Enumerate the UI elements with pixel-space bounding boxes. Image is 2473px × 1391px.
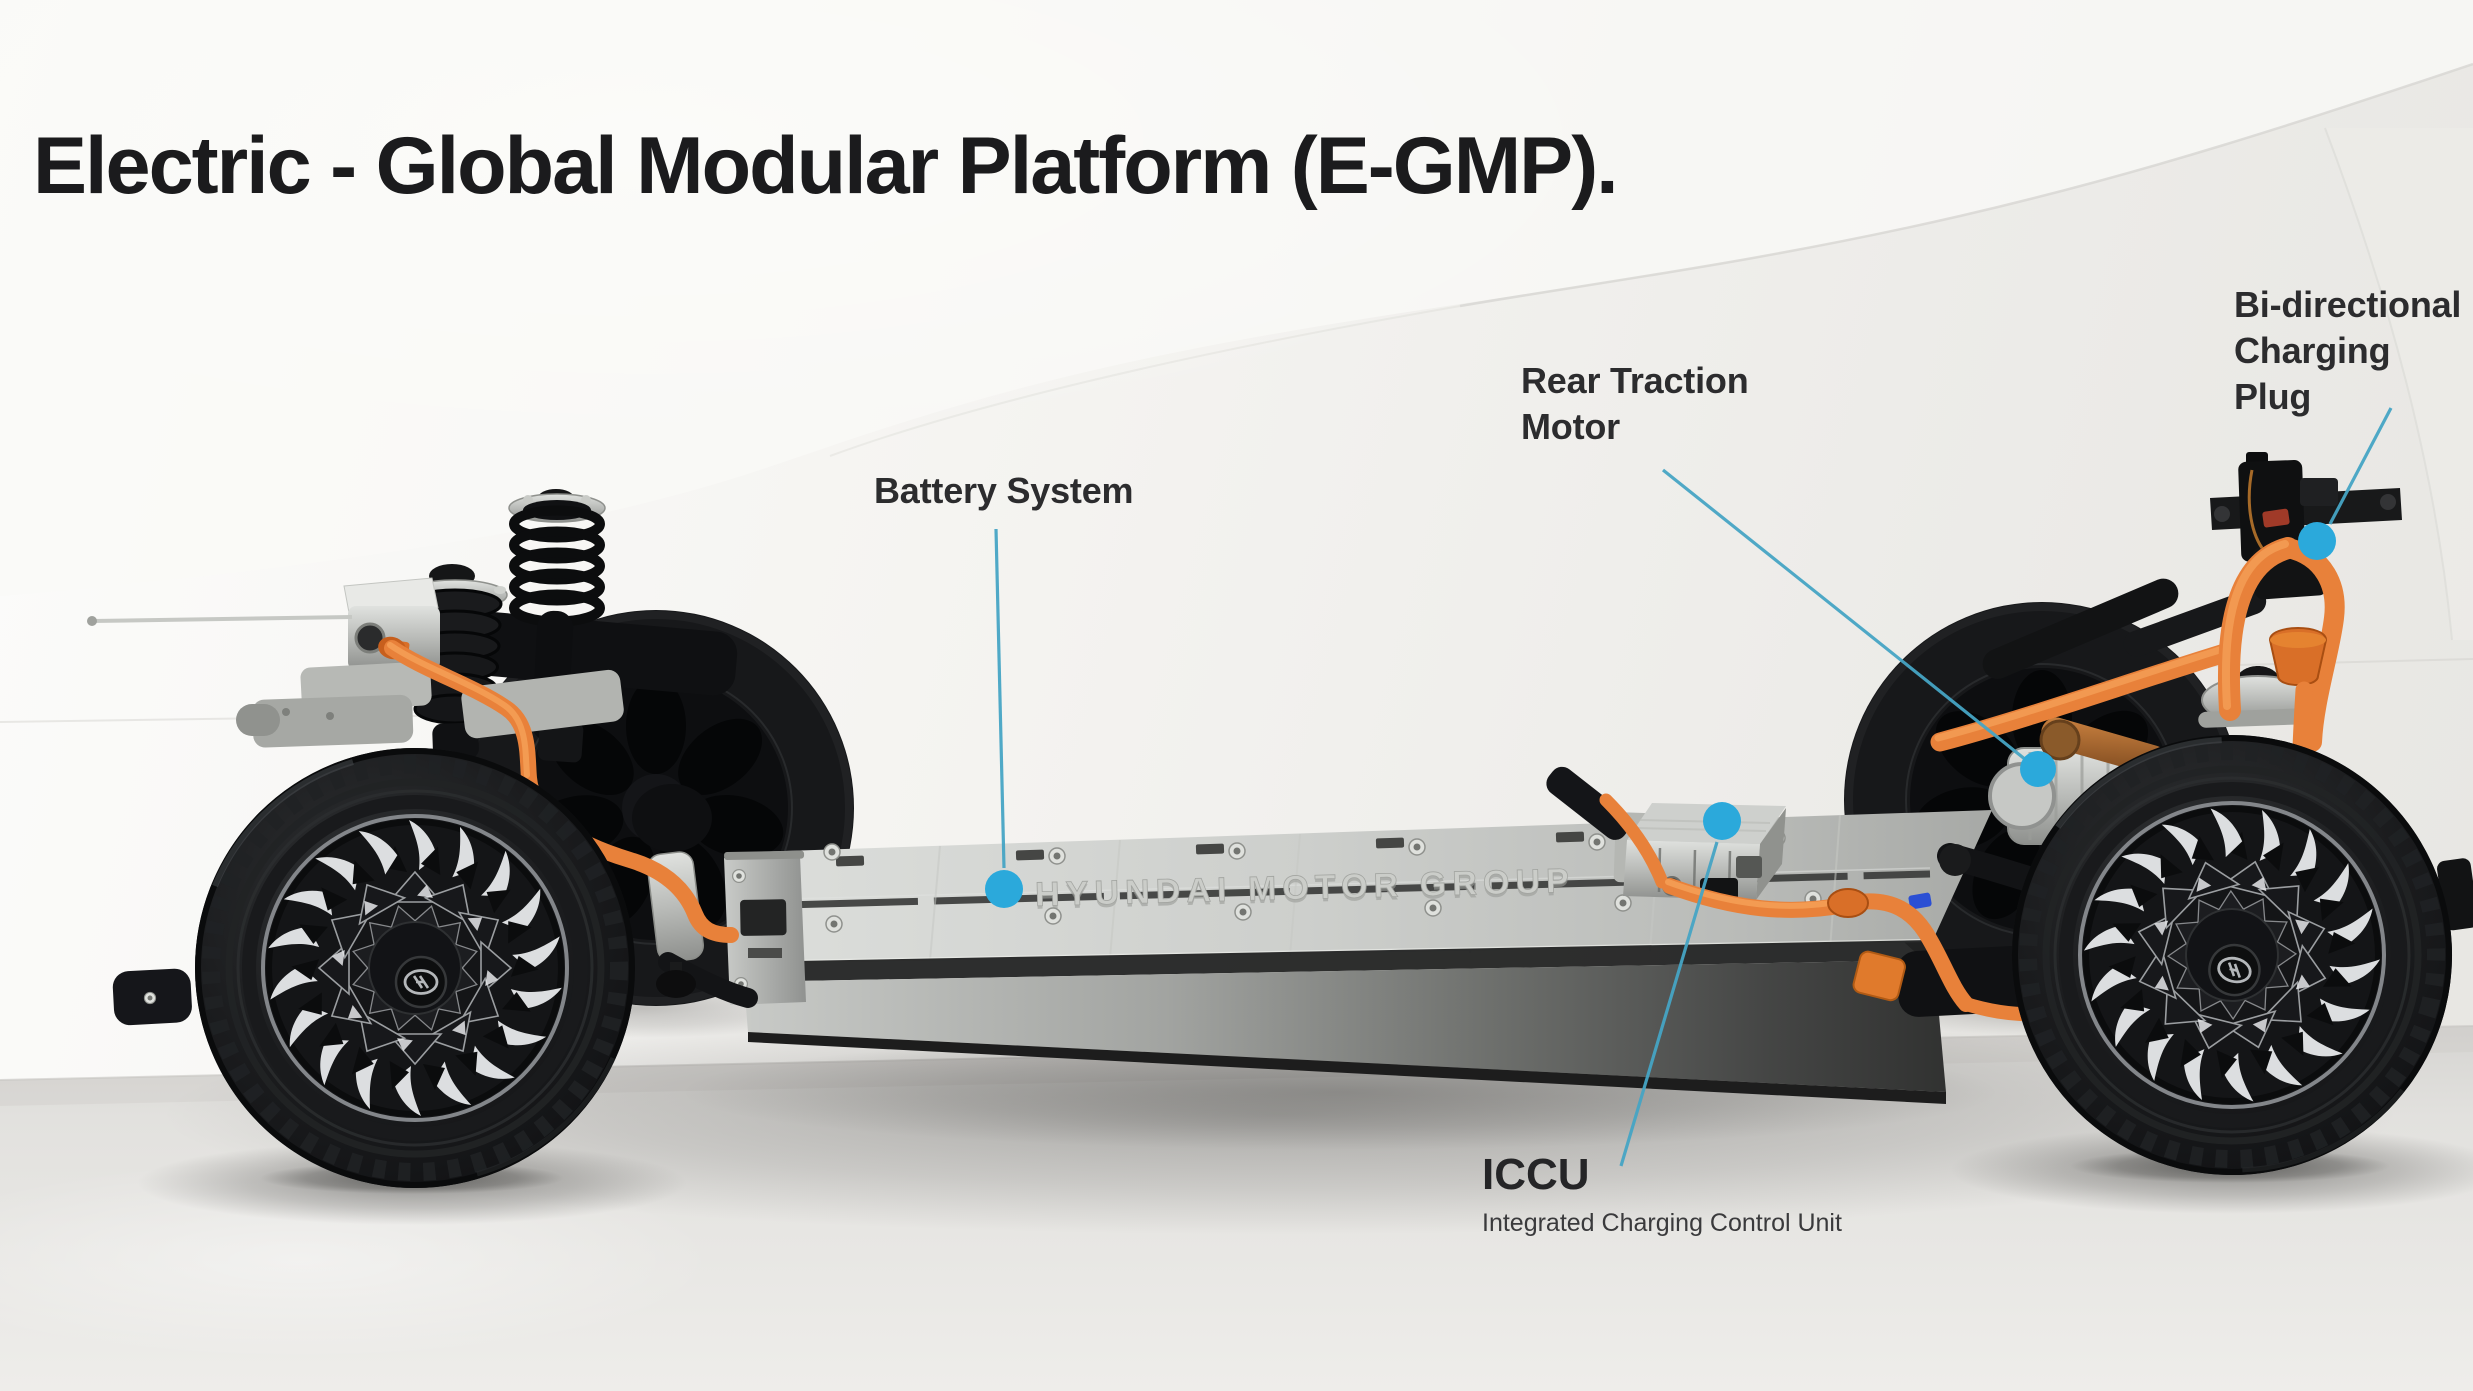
front-drive-unit xyxy=(87,577,624,748)
iccu-marker xyxy=(1703,802,1741,840)
battery-end-cap xyxy=(724,850,806,1005)
bi-directional-charging-plug-label: Bi-directional Charging Plug xyxy=(2234,284,2462,418)
iccu-callout-line xyxy=(1619,841,1719,1167)
background-swoosh xyxy=(0,0,2473,596)
near-front-wheel xyxy=(195,748,635,1188)
battery-pack: HYUNDAI MOTOR GROUP HYUNDAI MOTOR GROUP xyxy=(724,810,1992,1104)
battery-system-callout-line xyxy=(994,528,1006,869)
rear-traction-motor-marker xyxy=(2020,751,2056,787)
rear-traction-motor-callout-line xyxy=(1662,468,2027,762)
charging-plug-callout-line xyxy=(2328,407,2393,525)
iccu-label: ICCU xyxy=(1482,1150,1590,1199)
callout-lines xyxy=(994,407,2393,1167)
rear-traction-motor-label: Rear Traction Motor xyxy=(1521,360,1749,448)
callout-markers xyxy=(985,522,2336,908)
battery-system-marker xyxy=(985,870,1023,908)
iccu-label-block: ICCU Integrated Charging Control Unit xyxy=(1482,1150,1842,1238)
charging-plug-marker xyxy=(2298,522,2336,560)
iccu-description: Integrated Charging Control Unit xyxy=(1482,1209,1842,1237)
background-wall xyxy=(0,0,2473,723)
front-knuckle-and-arms xyxy=(112,851,758,1026)
page-title: Electric - Global Modular Platform (E-GM… xyxy=(33,121,1619,212)
front-suspension xyxy=(402,489,738,852)
battery-system-label: Battery System xyxy=(874,470,1134,511)
bidirectional-charging-plug xyxy=(2210,452,2402,600)
